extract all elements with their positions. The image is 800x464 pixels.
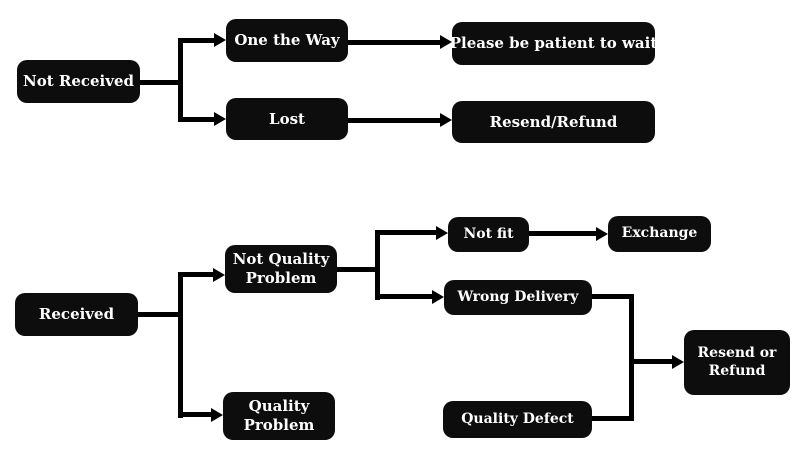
connector-line [140,80,181,85]
arrowhead-icon [213,268,225,282]
node-lost: Lost [226,98,348,140]
node-not-fit: Not fit [448,217,529,252]
connector-line [138,312,181,317]
connector-line [375,294,432,299]
connector-line [348,40,441,45]
node-one-the-way: One the Way [226,19,348,62]
arrowhead-icon [432,290,444,304]
connector-line [178,412,212,417]
connector-line [178,272,214,277]
arrowhead-icon [672,355,684,369]
node-quality-problem: Quality Problem [223,392,335,440]
connector-line [629,359,672,364]
node-resend-refund: Resend/Refund [452,101,655,143]
node-received: Received [15,293,138,336]
connector-line [178,117,215,122]
arrowhead-icon [211,408,223,422]
arrowhead-icon [440,35,452,49]
node-wrong-delivery: Wrong Delivery [444,280,592,315]
arrowhead-icon [214,33,226,47]
connector-line [375,231,380,300]
node-exchange: Exchange [608,216,711,252]
arrowhead-icon [214,112,226,126]
arrowhead-icon [596,227,608,241]
node-resend-or-refund: Resend or Refund [684,330,790,395]
node-quality-defect: Quality Defect [443,401,592,438]
node-please-be-patient: Please be patient to wait [450,22,657,65]
connector-line [178,38,215,43]
connector-line [178,38,183,122]
connector-line [337,267,380,272]
connector-line [592,294,634,299]
connector-line [348,118,441,123]
connector-line [178,272,183,418]
arrowhead-icon [436,226,448,240]
node-not-quality-problem: Not Quality Problem [225,245,337,293]
arrowhead-icon [440,113,452,127]
node-not-received: Not Received [17,60,140,103]
connector-line [592,416,634,421]
connector-line [529,231,596,236]
connector-line [375,230,436,235]
connector-line [629,294,634,421]
